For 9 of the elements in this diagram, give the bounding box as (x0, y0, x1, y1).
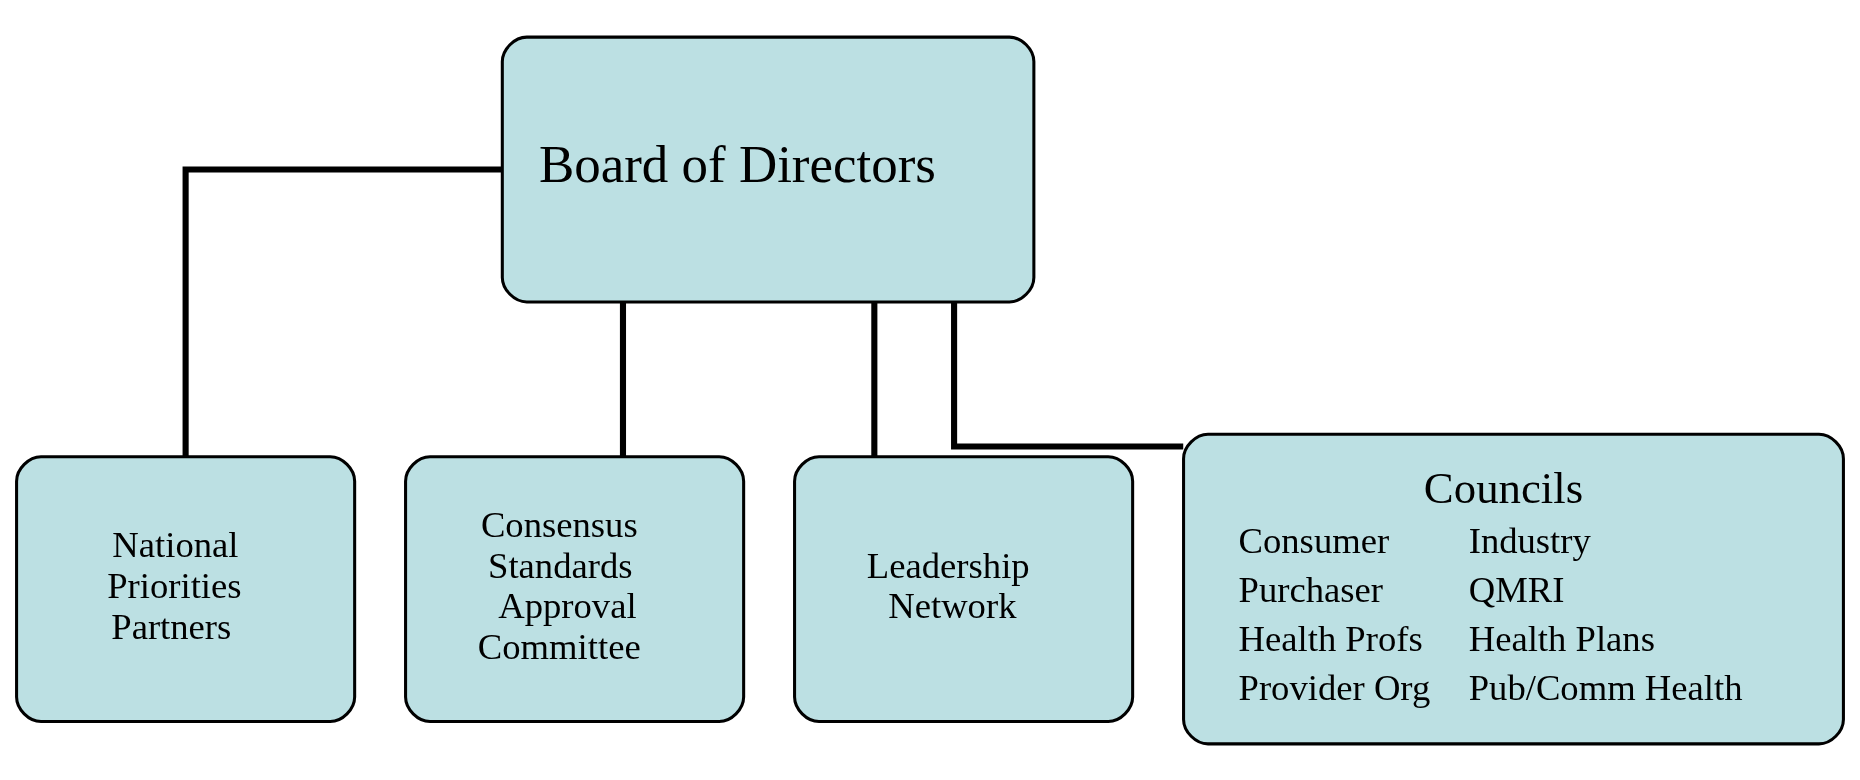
connector (871, 301, 878, 456)
node-box: Board of Directors (500, 35, 1036, 303)
connector (182, 165, 502, 456)
connector (619, 301, 627, 456)
node-box: Councils Consumer Industry Purchaser QMRI Health Profs Health Plans Provider Org Pub/Comm Health (1182, 432, 1845, 745)
node-box: Leadership Network (793, 454, 1135, 723)
node-box: National Priorities Partners (15, 454, 357, 723)
node-box: Consensus Standards Approval Committee (404, 454, 746, 723)
connector (951, 301, 1184, 450)
